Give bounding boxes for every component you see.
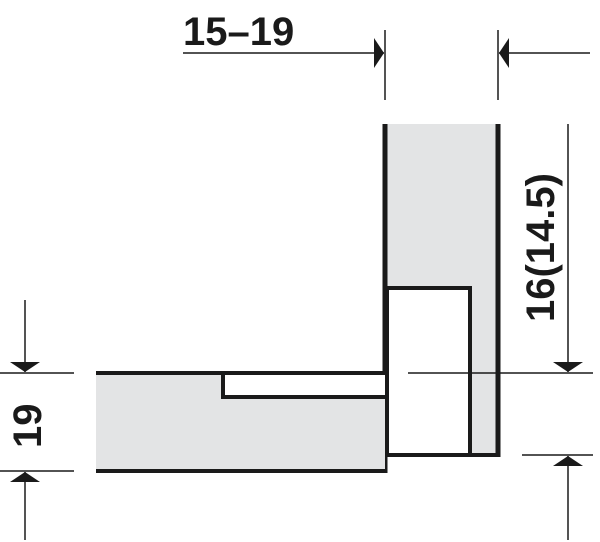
left-dimension: 19 bbox=[0, 300, 74, 540]
right-dimension: 16(14.5) bbox=[408, 124, 593, 540]
door-panel bbox=[96, 371, 385, 473]
top-dimension: 15–19 bbox=[183, 10, 590, 100]
hinge-cup-outline bbox=[385, 286, 472, 457]
top-dimension-label: 15–19 bbox=[183, 10, 294, 54]
right-dimension-label: 16(14.5) bbox=[519, 173, 563, 322]
left-dimension-label: 19 bbox=[6, 404, 50, 449]
side-panel bbox=[382, 124, 501, 473]
groove-outline bbox=[221, 373, 385, 399]
